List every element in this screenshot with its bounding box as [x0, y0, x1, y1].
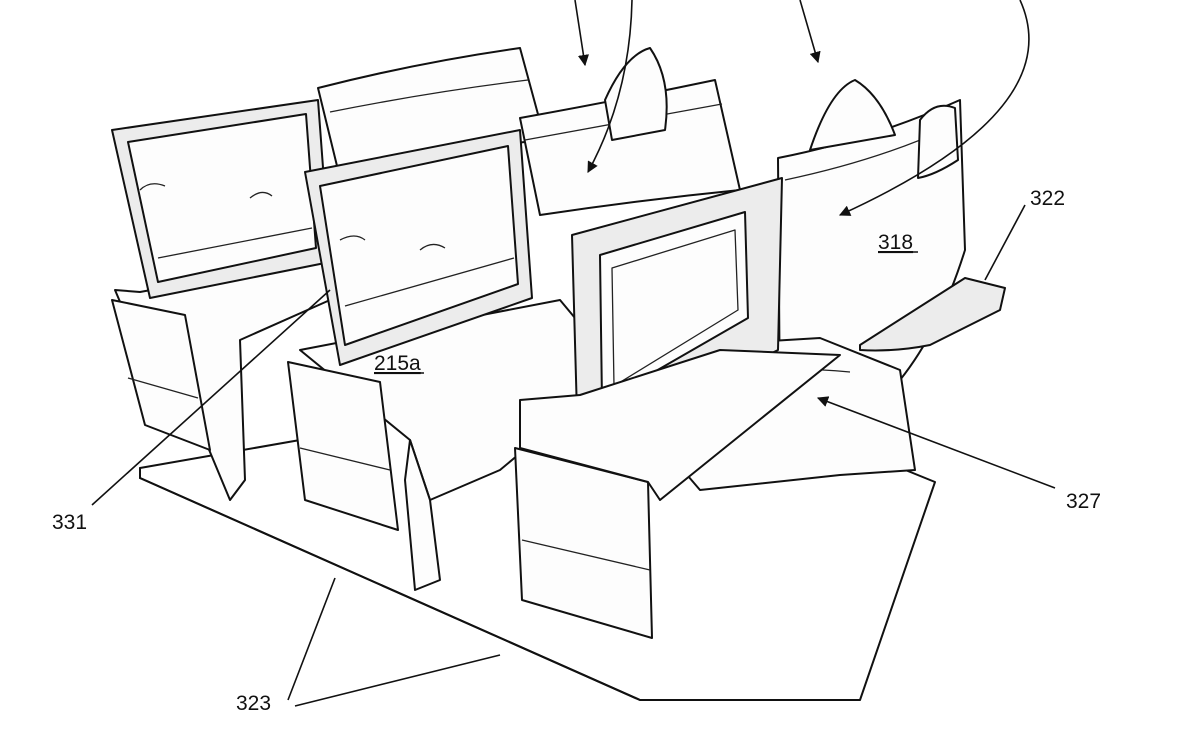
label-leaders — [91, 204, 1056, 707]
ref-label-318: 318 — [878, 231, 913, 254]
ref-label-327: 327 — [1066, 490, 1101, 513]
top-leader-lines — [574, 0, 1030, 216]
monitor-rear-middle — [304, 129, 533, 366]
seat-partition — [519, 349, 841, 501]
armrest-wing — [859, 277, 1006, 352]
side-panel-middle — [287, 361, 399, 531]
monitor-rear-left — [111, 99, 331, 299]
side-panel-left — [111, 299, 211, 451]
ref-label-322: 322 — [1030, 187, 1065, 210]
seat-back-rear-middle — [519, 47, 741, 216]
ref-label-323: 323 — [236, 692, 271, 715]
ref-label-215a: 215a — [374, 352, 421, 375]
ref-label-331: 331 — [52, 511, 87, 534]
